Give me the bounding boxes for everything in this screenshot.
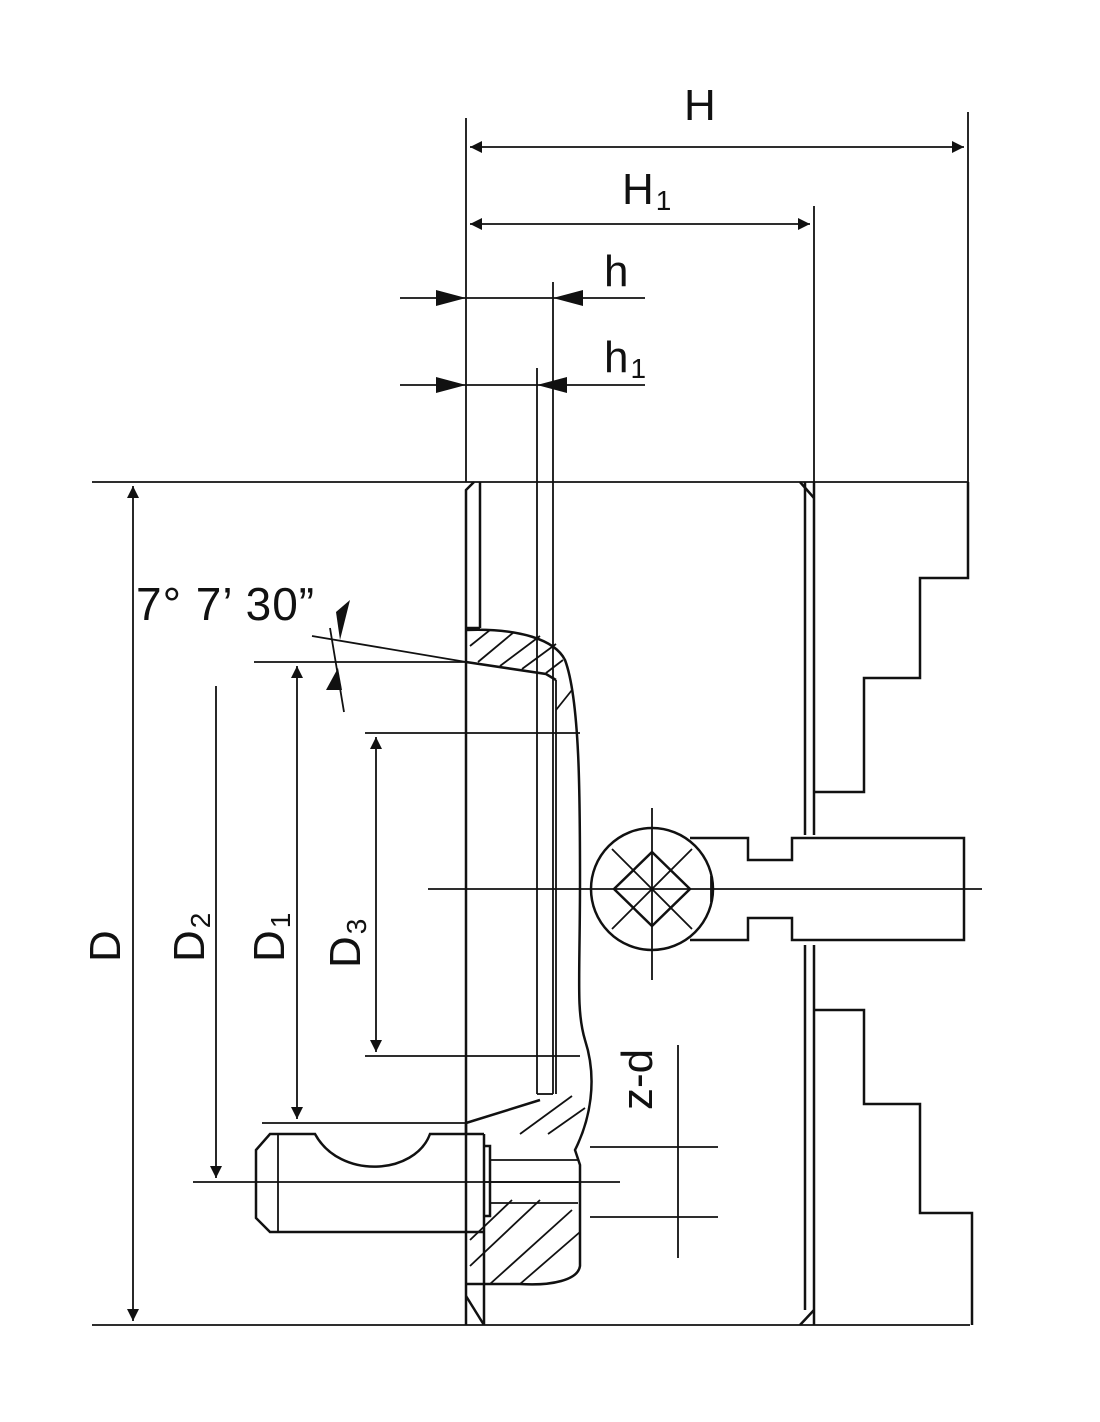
bolt-detail: [254, 1132, 578, 1234]
hatching: [469, 629, 586, 1285]
label-D2: D2: [165, 913, 216, 962]
dimension-arrows: [127, 141, 964, 1321]
label-H1: H1: [622, 165, 671, 216]
extension-lines: [92, 112, 970, 1326]
label-D1: D1: [245, 913, 296, 962]
pinion: [428, 808, 982, 980]
label-D: D: [81, 930, 130, 962]
label-zd: z-d: [613, 1049, 662, 1110]
label-h: h: [604, 247, 628, 296]
label-H: H: [684, 81, 716, 130]
chuck-body: [464, 481, 974, 1326]
label-h1: h1: [604, 333, 646, 384]
angle-label: 7° 7’ 30”: [136, 578, 315, 630]
label-D3: D3: [321, 919, 372, 968]
